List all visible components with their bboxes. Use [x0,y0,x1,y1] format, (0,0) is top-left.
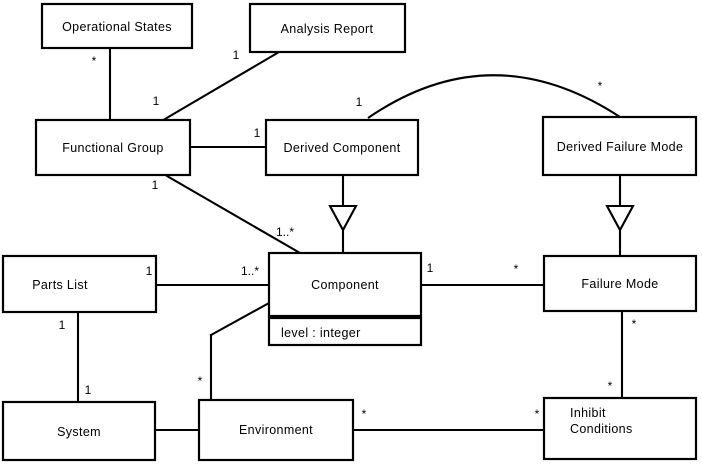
multiplicity-component-right-1: 1 [427,261,434,275]
multiplicity-failure-mode-bottom-star: * [632,317,637,331]
multiplicity-environment-right-star: * [362,407,367,421]
class-box-operational-states[interactable] [40,2,194,50]
class-label-environment: Environment [239,423,313,437]
class-box-system[interactable] [1,400,157,462]
multiplicity-environment-vertical-star: * [198,374,203,388]
multiplicity-system-top-1: 1 [85,383,92,397]
class-box-functional-group[interactable] [34,118,192,177]
class-environment[interactable]: Environment [197,398,355,462]
multiplicity-inhibit-conditions-left-star: * [535,407,540,421]
multiplicity-operational-states-star: * [92,54,97,68]
multiplicity-component-from-functional-group: 1..* [276,225,294,239]
multiplicity-analysis-report-1: 1 [233,48,240,62]
class-box-derived-component[interactable] [264,118,420,177]
class-box-component[interactable] [267,251,423,318]
multiplicity-failure-mode-left-star: * [514,262,519,276]
class-failure-mode[interactable]: Failure Mode [542,254,698,313]
multiplicity-functional-group-component-1: 1 [152,178,159,192]
class-box-inhibit-conditions[interactable] [542,396,698,461]
assoc-functional-group-analysis-report [163,50,281,121]
class-derived-component[interactable]: Derived Component [264,118,420,177]
multiplicity-arc-derived-component-1: 1 [356,95,363,109]
class-attributes-box-component[interactable] [267,316,423,347]
class-parts-list[interactable]: Parts List [1,254,158,314]
class-box-parts-list[interactable] [1,254,158,314]
generalization-triangle-failure-mode [605,204,635,233]
multiplicity-derived-component-1: 1 [254,126,261,140]
class-label-inhibit-conditions-line2: Conditions [570,422,633,436]
class-functional-group[interactable]: Functional Group [34,118,192,177]
multiplicity-component-from-parts-list: 1..* [241,264,259,278]
class-system[interactable]: System [1,400,157,462]
class-label-functional-group: Functional Group [62,141,164,155]
class-box-derived-failure-mode[interactable] [541,115,698,177]
class-label-system: System [57,425,101,439]
class-attribute-component-level: level : integer [281,326,361,340]
class-label-operational-states: Operational States [62,20,172,34]
assoc-functional-group-component [165,174,302,255]
multiplicity-inhibit-conditions-top-star: * [608,379,613,393]
class-inhibit-conditions[interactable]: Inhibit Conditions [542,396,698,461]
class-box-environment[interactable] [197,398,355,462]
multiplicity-functional-group-analysis-report-1: 1 [153,94,160,108]
assoc-derived-component-derived-failure-mode [367,74,621,119]
class-label-component: Component [311,278,379,292]
class-analysis-report[interactable]: Analysis Report [248,2,407,54]
class-box-analysis-report[interactable] [248,2,407,54]
assoc-component-environment-diagonal [209,301,271,337]
multiplicity-arc-derived-failure-mode-star: * [598,79,603,93]
class-label-derived-component: Derived Component [283,141,400,155]
class-label-derived-failure-mode: Derived Failure Mode [557,140,684,154]
class-label-analysis-report: Analysis Report [281,22,374,36]
class-label-failure-mode: Failure Mode [581,277,658,291]
multiplicity-parts-list-right-1: 1 [146,264,153,278]
class-component[interactable]: Component level : integer [267,251,423,347]
multiplicity-parts-list-bottom-1: 1 [59,318,66,332]
generalization-triangle-component [328,204,358,233]
class-derived-failure-mode[interactable]: Derived Failure Mode [541,115,698,177]
class-label-parts-list: Parts List [32,278,88,292]
class-operational-states[interactable]: Operational States [40,2,194,50]
class-label-inhibit-conditions-line1: Inhibit [570,406,606,420]
class-box-failure-mode[interactable] [542,254,698,313]
